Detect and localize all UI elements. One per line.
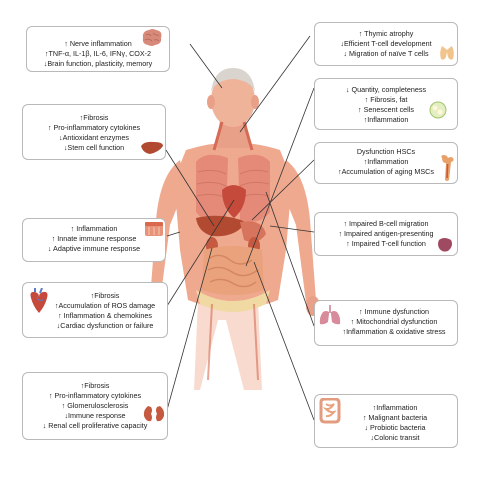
skin-tissue-icon bbox=[145, 222, 163, 236]
lung-effect-1: ↑ Immune dysfunction bbox=[359, 307, 429, 316]
leader-lines bbox=[165, 35, 315, 421]
brain-effect-1: ↑ Nerve inflammation bbox=[64, 39, 132, 48]
leader-lung bbox=[265, 191, 315, 327]
leader-skin bbox=[166, 231, 181, 237]
adipose-tissue-icon bbox=[429, 101, 447, 119]
leader-bone-marrow bbox=[251, 159, 315, 221]
leader-liver bbox=[165, 149, 215, 227]
liver-effect-1: ↑Fibrosis bbox=[79, 113, 109, 122]
adipose-effect-1: ↓ Quantity, completeness bbox=[345, 85, 427, 94]
intestine-effect-1: ↑Inflammation bbox=[372, 403, 418, 412]
adipose-effect-2: ↑ Fibrosis, fat bbox=[364, 95, 408, 104]
spleen-effects-box: ↑ Impaired B-cell migration ↑ Impaired a… bbox=[314, 212, 458, 256]
heart-effect-3: ↑ Inflammation & chemokines bbox=[58, 311, 152, 320]
spleen-effect-3: ↑ Impaired T-cell function bbox=[346, 239, 426, 248]
leader-thymus bbox=[239, 35, 311, 133]
heart-effect-2: ↑Accumulation of ROS damage bbox=[54, 301, 156, 310]
skin-effect-2: ↑ Innate immune response bbox=[51, 234, 137, 243]
spleen-effect-2: ↑ Impaired antigen-presenting bbox=[338, 229, 434, 238]
adipose-effect-4: ↑Inflammation bbox=[363, 115, 409, 124]
bone-marrow-effects-box: Dysfunction HSCs ↑Inflammation ↑Accumula… bbox=[314, 142, 458, 184]
bone-marrow-effect-3: ↑Accumulation of aging MSCs bbox=[338, 167, 434, 176]
kidney-icon bbox=[143, 406, 165, 422]
leader-intestine bbox=[253, 261, 315, 421]
thymus-effect-1: ↑ Thymic atrophy bbox=[358, 29, 414, 38]
brain-effect-3: ↓Brain function, plasticity, memory bbox=[43, 59, 153, 68]
bone-marrow-icon bbox=[441, 155, 454, 181]
brain-effects-box: ↑ Nerve inflammation ↑TNF-α, IL-1β, IL-6… bbox=[26, 26, 170, 72]
kidney-effects-box: ↑Fibrosis ↑ Pro-inflammatory cytokines ↑… bbox=[22, 372, 168, 440]
skin-effect-3: ↓ Adaptive immune response bbox=[47, 244, 141, 253]
leader-heart bbox=[166, 199, 235, 307]
liver-effect-3: ↓Antioxidant enzymes bbox=[59, 133, 129, 142]
thymus-effect-3: ↓ Migration of naïve T cells bbox=[343, 49, 429, 58]
adipose-effect-3: ↑ Senescent cells bbox=[358, 105, 414, 114]
heart-effect-1: ↑Fibrosis bbox=[90, 291, 120, 300]
liver-icon bbox=[141, 141, 163, 154]
brain-icon bbox=[142, 29, 162, 46]
lung-effect-3: ↑Inflammation & oxidative stress bbox=[342, 327, 446, 336]
thymus-icon bbox=[440, 46, 454, 60]
heart-effects-box: ↑Fibrosis ↑Accumulation of ROS damage ↑ … bbox=[22, 282, 168, 338]
bone-marrow-effect-1: Dysfunction HSCs bbox=[356, 147, 416, 156]
intestine-effect-4: ↓Colonic transit bbox=[370, 433, 420, 442]
intestine-effect-2: ↑ Malignant bacteria bbox=[362, 413, 428, 422]
leader-brain bbox=[189, 43, 223, 89]
thymus-effects-box: ↑ Thymic atrophy ↓Efficient T-cell devel… bbox=[314, 22, 458, 66]
kidney-effect-5: ↓ Renal cell proliferative capacity bbox=[42, 421, 148, 430]
liver-effect-2: ↑ Pro-inflammatory cytokines bbox=[47, 123, 141, 132]
bone-marrow-effect-2: ↑Inflammation bbox=[363, 157, 409, 166]
skin-effects-box: ↑ Inflammation ↑ Innate immune response … bbox=[22, 218, 166, 262]
thymus-effect-2: ↓Efficient T-cell development bbox=[340, 39, 432, 48]
spleen-effect-1: ↑ Impaired B-cell migration bbox=[343, 219, 429, 228]
skin-effect-1: ↑ Inflammation bbox=[70, 224, 118, 233]
lung-icon bbox=[319, 305, 341, 325]
kidney-effect-4: ↓Immune response bbox=[64, 411, 126, 420]
kidney-effect-2: ↑ Pro-inflammatory cytokines bbox=[48, 391, 142, 400]
liver-effects-box: ↑Fibrosis ↑ Pro-inflammatory cytokines ↓… bbox=[22, 104, 166, 160]
brain-effect-2: ↑TNF-α, IL-1β, IL-6, IFNγ, COX-2 bbox=[44, 49, 152, 58]
liver-effect-4: ↓Stem cell function bbox=[63, 143, 125, 152]
leader-adipose bbox=[245, 87, 315, 267]
spleen-icon bbox=[438, 238, 452, 252]
intestine-effect-3: ↓ Probiotic bacteria bbox=[364, 423, 426, 432]
kidney-effect-3: ↑ Glomerulosclerosis bbox=[61, 401, 129, 410]
heart-icon bbox=[30, 288, 48, 313]
lung-effect-2: ↑ Mitochondrial dysfunction bbox=[350, 317, 438, 326]
internal-organs bbox=[196, 154, 270, 381]
leader-spleen bbox=[269, 225, 315, 233]
intestine-icon bbox=[319, 398, 341, 424]
kidney-effect-1: ↑Fibrosis bbox=[80, 381, 110, 390]
leader-kidney bbox=[166, 247, 213, 411]
heart-effect-4: ↓Cardiac dysfunction or failure bbox=[56, 321, 154, 330]
adipose-effects-box: ↓ Quantity, completeness ↑ Fibrosis, fat… bbox=[314, 78, 458, 130]
